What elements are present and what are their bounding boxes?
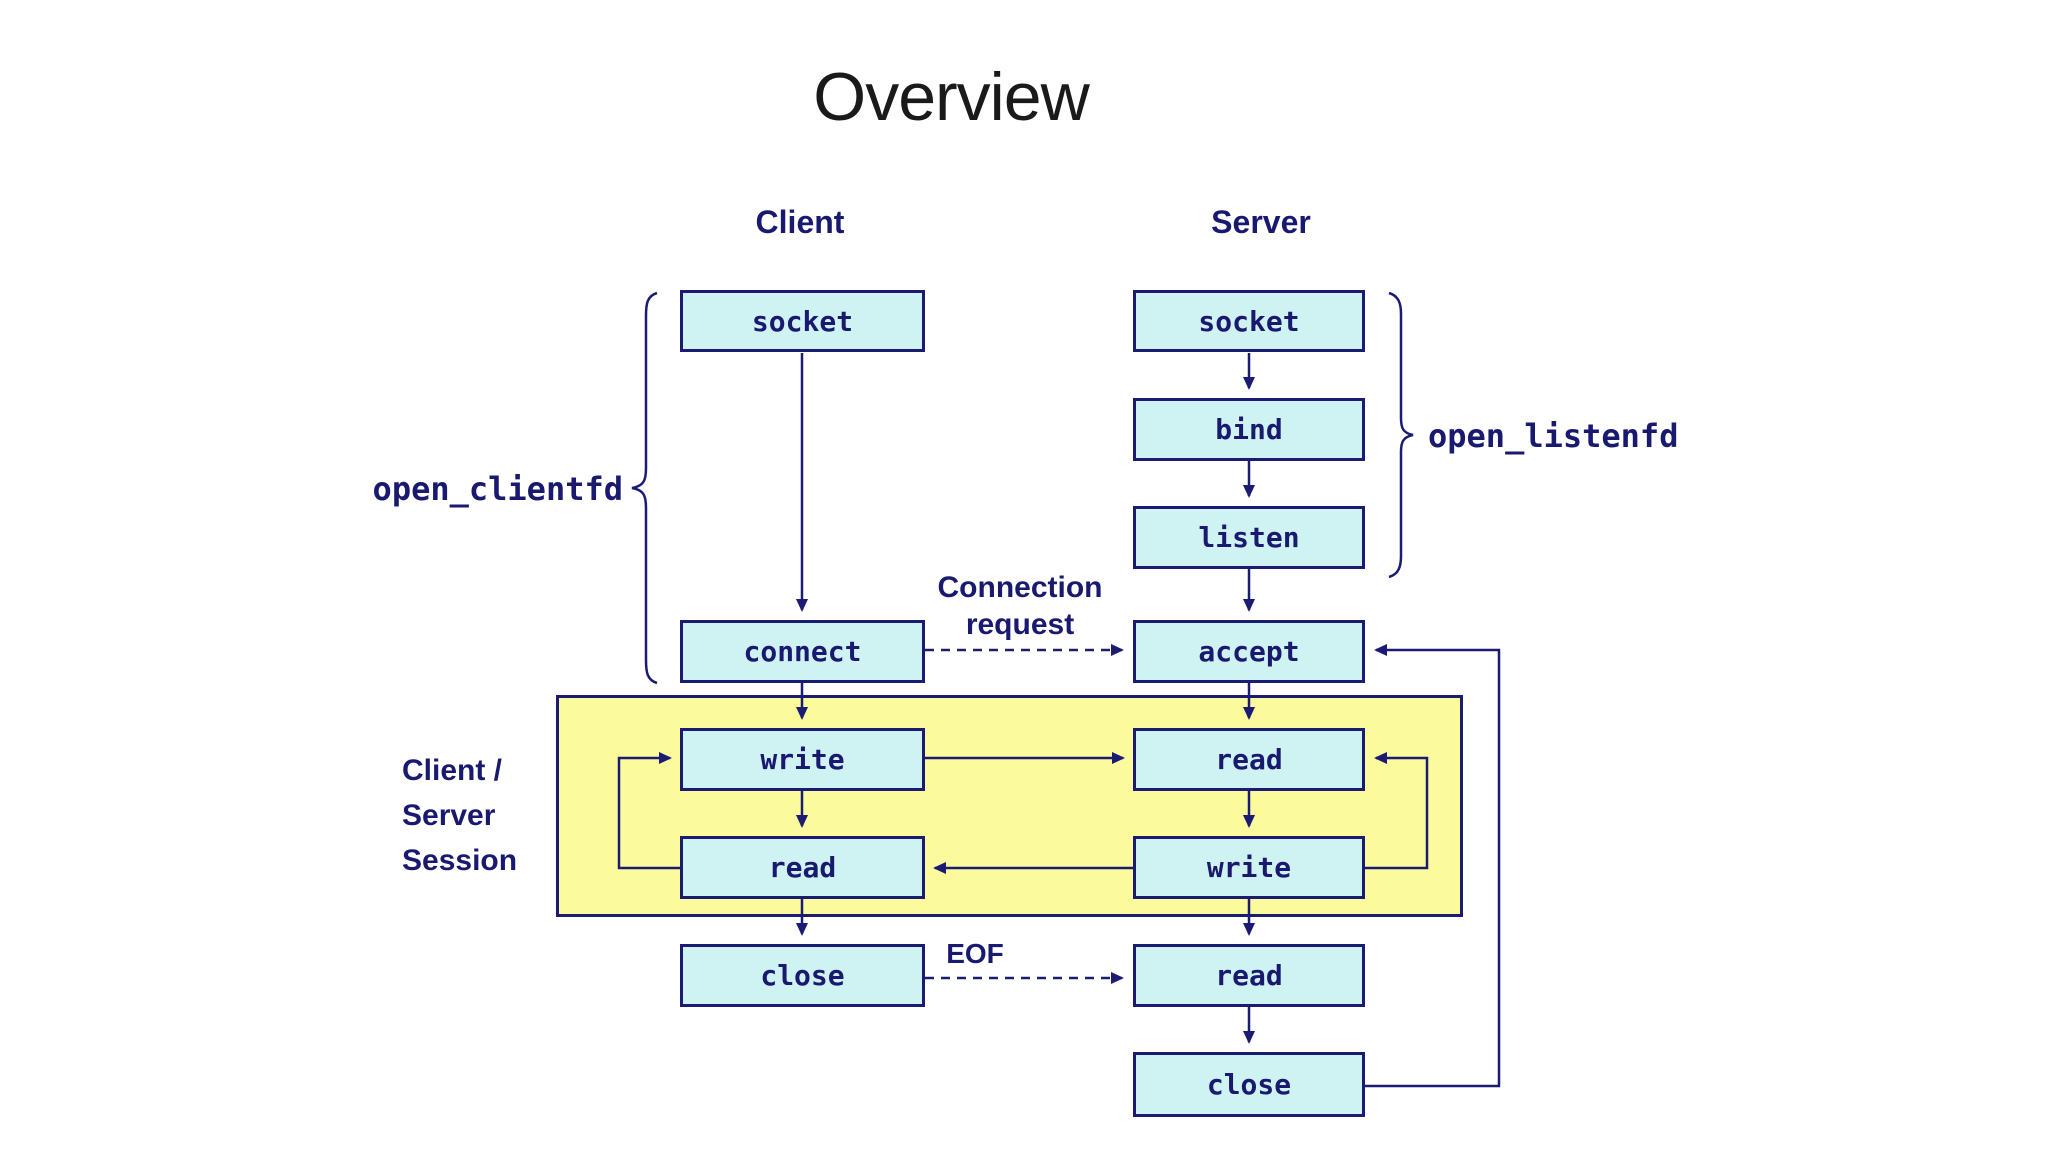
connection-request-label: Connection request (895, 569, 1145, 643)
server-session-loop-line (1365, 752, 1429, 870)
server-read2-box: read (1133, 944, 1365, 1007)
client-close-box: close (680, 944, 925, 1007)
open-clientfd-brace (631, 291, 658, 685)
server-write-box: write (1133, 836, 1365, 899)
server-socket-box: socket (1133, 290, 1365, 352)
server-close-to-accept-loop-line (1365, 644, 1501, 1088)
session-label-line3: Session (402, 844, 518, 877)
client-read-box: read (680, 836, 925, 899)
open-listenfd-brace (1388, 291, 1414, 579)
session-label-line2: Server (402, 799, 496, 832)
open-clientfd-label: open_clientfd (372, 470, 623, 508)
session-label-line1: Client / (402, 754, 503, 787)
server-bind-box: bind (1133, 398, 1365, 461)
server-read-box: read (1133, 728, 1365, 791)
connection-request-line2: request (965, 608, 1075, 641)
client-socket-box: socket (680, 290, 925, 352)
client-write-box: write (680, 728, 925, 791)
server-close-box: close (1133, 1052, 1365, 1117)
client-column-label: Client (755, 204, 845, 240)
client-session-loop-line (617, 752, 680, 870)
eof-label: EOF (946, 938, 1004, 969)
connection-request-line1: Connection (937, 571, 1103, 604)
slide-title: Overview (813, 59, 1089, 135)
session-label: Client / Server Session (402, 748, 517, 883)
client-connect-box: connect (680, 620, 925, 683)
open-listenfd-label: open_listenfd (1428, 417, 1679, 455)
server-column-label: Server (1211, 204, 1311, 240)
server-accept-box: accept (1133, 620, 1365, 683)
server-listen-box: listen (1133, 506, 1365, 569)
